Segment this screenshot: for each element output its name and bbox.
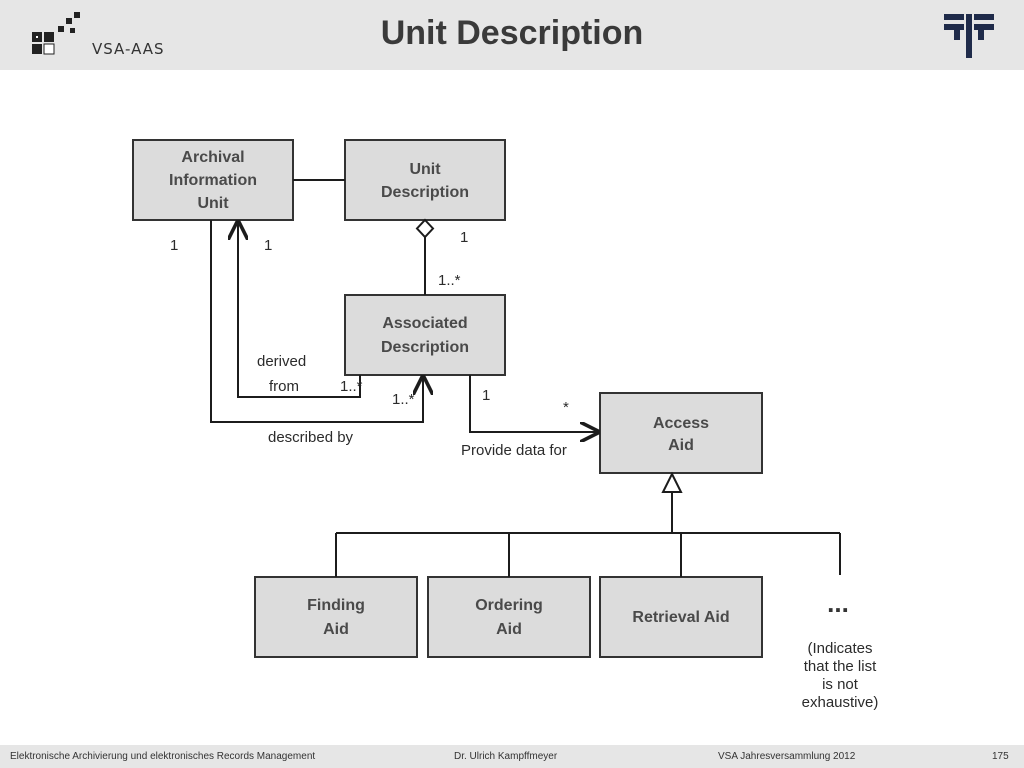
vsa-logo-icon (32, 12, 80, 55)
note-line-1: (Indicates (807, 640, 872, 657)
mult-access-star: * (563, 399, 569, 416)
ordering-aid-box: Ordering Aid (427, 576, 591, 658)
slide-footer: Elektronische Archivierung und elektroni… (0, 745, 1024, 768)
page-number: 175 (992, 751, 1009, 762)
ud-line-1: Unit (409, 161, 441, 178)
generalization-triangle-icon (661, 471, 683, 493)
unit-description-box: Unit Description (344, 139, 506, 221)
footer-center: Dr. Ulrich Kampffmeyer (454, 751, 558, 762)
derived-from-line-2: from (269, 378, 299, 395)
mult-ad-top: 1..* (438, 272, 461, 289)
aggregation-diamond-icon (415, 218, 435, 239)
mult-ad-described: 1..* (392, 391, 415, 408)
aiu-line-2: Information (169, 172, 257, 189)
ud-line-2: Description (381, 184, 469, 201)
described-by-label: described by (268, 429, 354, 446)
aiu-line-3: Unit (197, 195, 229, 212)
ad-line-2: Description (381, 339, 469, 356)
provide-data-for-connector (469, 375, 598, 432)
note-line-3: is not (822, 676, 859, 693)
footer-left: Elektronische Archivierung und elektroni… (10, 751, 316, 762)
aiu-line-1: Archival (181, 149, 244, 166)
footer-right: VSA Jahresversammlung 2012 (718, 751, 856, 762)
archival-information-unit-box: Archival Information Unit (132, 139, 294, 221)
ellipsis-text: ... (827, 588, 849, 618)
access-aid-box: Access Aid (599, 392, 763, 474)
associated-description-box: Associated Description (344, 294, 506, 376)
mult-aiu-left: 1 (170, 237, 178, 254)
access-aid-line-1: Access (653, 415, 709, 432)
mult-ud-bottom: 1 (460, 229, 468, 246)
described-by-connector (210, 220, 423, 423)
mult-aiu-right: 1 (264, 237, 272, 254)
page-title: Unit Description (380, 14, 644, 52)
derived-from-line-1: derived (257, 353, 306, 370)
ordering-aid-line-2: Aid (496, 621, 522, 638)
finding-aid-line-2: Aid (323, 621, 349, 638)
derived-from-connector (238, 222, 361, 398)
ordering-aid-line-1: Ordering (475, 597, 543, 614)
mult-ad-derived: 1..* (340, 378, 363, 395)
note-line-2: that the list (804, 658, 877, 675)
note-line-4: exhaustive) (802, 694, 879, 711)
retrieval-aid-box: Retrieval Aid (599, 576, 763, 658)
ad-line-1: Associated (382, 315, 467, 332)
project-consult-logo-icon (944, 14, 994, 58)
access-aid-line-2: Aid (668, 437, 694, 454)
provide-data-for-label: Provide data for (461, 442, 567, 459)
uml-diagram: Archival Information Unit Unit Descripti… (132, 139, 879, 711)
finding-aid-box: Finding Aid (254, 576, 418, 658)
logo-text: VSA-AAS (92, 40, 165, 58)
mult-ad-provide: 1 (482, 387, 490, 404)
finding-aid-line-1: Finding (307, 597, 365, 614)
slide-header: VSA-AAS Unit Description (0, 0, 1024, 70)
retrieval-aid-line-1: Retrieval Aid (632, 609, 729, 626)
